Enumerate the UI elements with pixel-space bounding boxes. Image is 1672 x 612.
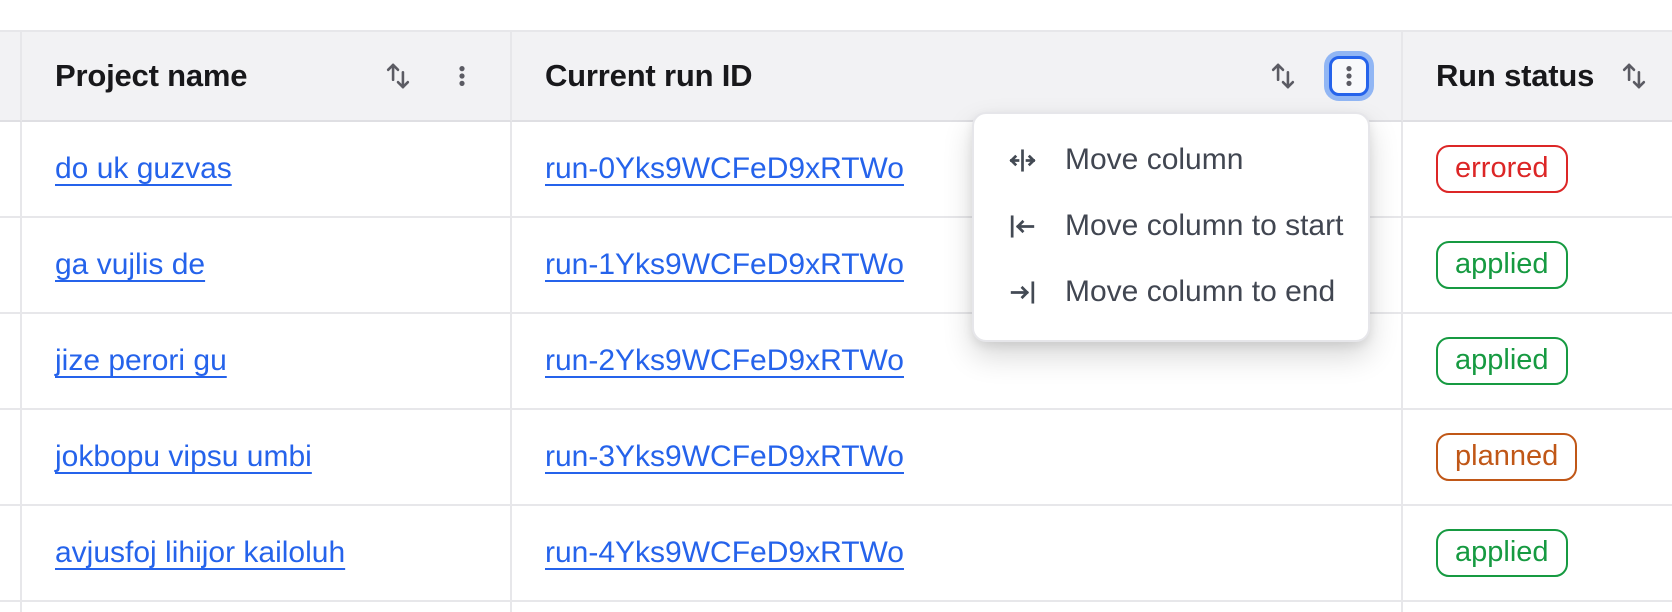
table-row-cell-project: jize perori gu xyxy=(22,314,512,410)
sort-button-current-run-id[interactable] xyxy=(1259,52,1307,100)
run-id-link[interactable]: run-1Yks9WCFeD9xRTWo xyxy=(545,248,904,281)
menu-item-label: Move column xyxy=(1065,143,1244,176)
menu-item-move-column-to-start[interactable]: Move column to start xyxy=(974,193,1368,259)
project-link[interactable]: avjusfoj lihijor kailoluh xyxy=(55,536,346,569)
table-row-cell-run-id: run-4Yks9WCFeD9xRTWo xyxy=(512,506,1403,602)
column-options-menu: Move column Move column to start Move co… xyxy=(972,112,1370,342)
table-row-cell-status: errored xyxy=(1403,122,1672,218)
partial-row xyxy=(0,602,22,612)
partial-column-cell xyxy=(0,122,22,218)
table-row-cell-project: do uk guzvas xyxy=(22,122,512,218)
column-menu-button-current-run-id[interactable] xyxy=(1329,56,1369,96)
table-row-cell-status: applied xyxy=(1403,218,1672,314)
projects-table: Project name Current run ID xyxy=(0,30,1672,612)
column-header-label: Current run ID xyxy=(545,58,753,93)
kebab-icon xyxy=(459,66,465,86)
run-id-link[interactable]: run-3Yks9WCFeD9xRTWo xyxy=(545,440,904,473)
status-badge: errored xyxy=(1436,145,1568,193)
table-row-cell-run-id: run-3Yks9WCFeD9xRTWo xyxy=(512,410,1403,506)
column-header-label: Run status xyxy=(1436,58,1595,93)
sort-icon xyxy=(1622,63,1646,89)
partial-column-cell xyxy=(0,506,22,602)
project-link[interactable]: do uk guzvas xyxy=(55,152,232,185)
run-id-link[interactable]: run-2Yks9WCFeD9xRTWo xyxy=(545,344,904,377)
status-badge: applied xyxy=(1436,241,1568,289)
partial-column-header xyxy=(0,30,22,122)
table-row-cell-project: avjusfoj lihijor kailoluh xyxy=(22,506,512,602)
status-badge: applied xyxy=(1436,529,1568,577)
sort-button-project-name[interactable] xyxy=(374,52,422,100)
partial-row xyxy=(22,602,512,612)
project-link[interactable]: ga vujlis de xyxy=(55,248,206,281)
column-header-project-name: Project name xyxy=(22,30,512,122)
sort-icon xyxy=(386,63,410,89)
move-column-to-start-icon xyxy=(1010,214,1035,238)
status-badge: applied xyxy=(1436,337,1568,385)
menu-item-move-column[interactable]: Move column xyxy=(974,127,1368,193)
menu-item-move-column-to-end[interactable]: Move column to end xyxy=(974,259,1368,325)
move-column-icon xyxy=(1009,148,1036,172)
partial-row xyxy=(1403,602,1672,612)
status-badge: planned xyxy=(1436,433,1578,481)
menu-item-label: Move column to start xyxy=(1065,209,1344,242)
partial-column-cell xyxy=(0,314,22,410)
table-row-cell-status: applied xyxy=(1403,506,1672,602)
move-column-to-end-icon xyxy=(1010,280,1035,304)
column-header-run-status: Run status xyxy=(1403,30,1672,122)
column-header-label: Project name xyxy=(55,58,248,93)
run-id-link[interactable]: run-0Yks9WCFeD9xRTWo xyxy=(545,152,904,185)
column-header-current-run-id: Current run ID xyxy=(512,30,1403,122)
kebab-icon xyxy=(1346,66,1352,86)
sort-button-run-status[interactable] xyxy=(1610,52,1658,100)
table-row-cell-status: applied xyxy=(1403,314,1672,410)
partial-column-cell xyxy=(0,218,22,314)
menu-item-label: Move column to end xyxy=(1065,275,1336,308)
table-row-cell-status: planned xyxy=(1403,410,1672,506)
partial-row xyxy=(512,602,1403,612)
column-menu-button-project-name[interactable] xyxy=(438,52,486,100)
table-row-cell-project: ga vujlis de xyxy=(22,218,512,314)
table-row-cell-project: jokbopu vipsu umbi xyxy=(22,410,512,506)
run-id-link[interactable]: run-4Yks9WCFeD9xRTWo xyxy=(545,536,904,569)
project-link[interactable]: jokbopu vipsu umbi xyxy=(55,440,312,473)
partial-column-cell xyxy=(0,410,22,506)
project-link[interactable]: jize perori gu xyxy=(55,344,227,377)
sort-icon xyxy=(1271,63,1295,89)
